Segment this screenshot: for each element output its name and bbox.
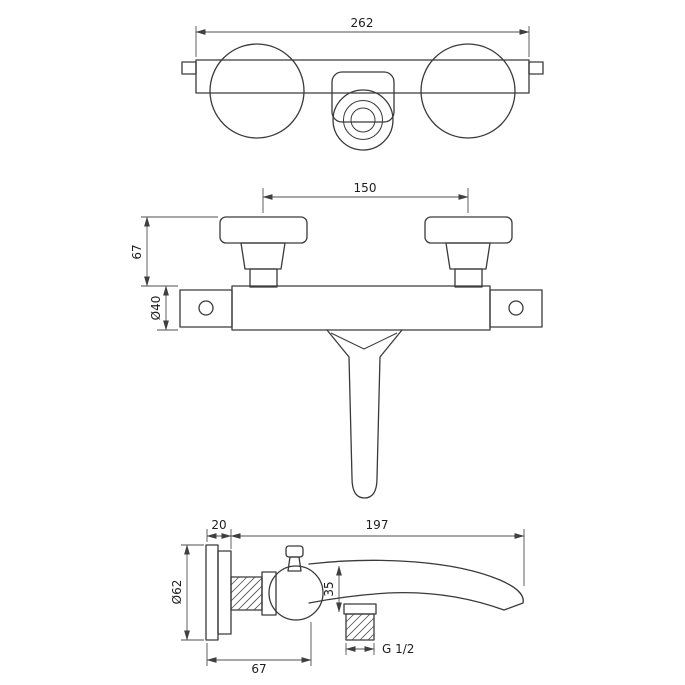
right-handle-flange	[424, 216, 513, 244]
dimension-label-plate-diameter: Ø62	[170, 580, 184, 605]
diverter-knob	[285, 545, 304, 558]
wall-escutcheon-plate	[205, 544, 219, 641]
dimension-label-handle-spacing: 150	[354, 181, 377, 195]
spout-circle-outer	[332, 89, 394, 151]
dimension-label-plate-depth: 20	[211, 518, 226, 532]
valve-knob-side	[268, 565, 324, 621]
diverter-stem	[287, 556, 302, 572]
hatch-line	[230, 577, 263, 610]
spout-side-outline	[308, 559, 524, 611]
right-wall-fitting	[528, 61, 544, 75]
spout-circle-mid	[343, 100, 383, 140]
hatch-line	[351, 617, 375, 641]
dimension-label-overall-width: 262	[351, 16, 374, 30]
hatch-line	[230, 576, 240, 586]
hatch-line	[245, 593, 263, 611]
spout-circle-inner	[350, 107, 376, 133]
left-handle-neck	[249, 268, 278, 288]
hatch-line	[367, 633, 375, 641]
outlet-thread-hatching	[345, 613, 375, 641]
wall-thread-hatching	[230, 576, 263, 611]
left-handle-hex-nut	[240, 242, 286, 270]
right-handle-hex-nut	[445, 242, 491, 270]
hatch-line	[253, 601, 263, 611]
hatch-line	[345, 613, 363, 631]
dimension-label-spout-drop: 35	[322, 581, 336, 596]
hatch-line	[345, 613, 371, 639]
left-wall-fitting	[181, 61, 197, 75]
mixer-body-bar	[195, 59, 530, 94]
thread-size-label: G 1/2	[382, 642, 414, 656]
outlet-collar	[343, 603, 377, 615]
escutcheon-collar	[217, 550, 232, 635]
hatch-line	[230, 576, 256, 602]
hatch-line	[359, 625, 375, 641]
spout-notch-detail	[330, 332, 398, 350]
left-bracket-screw-hole	[198, 300, 214, 316]
top-view: 262	[181, 16, 544, 151]
hatch-line	[230, 576, 248, 594]
left-handle-flange	[219, 216, 308, 244]
right-handle-neck	[454, 268, 483, 288]
front-view: 150 67 Ø40	[130, 181, 543, 499]
hatch-line	[345, 613, 355, 623]
right-wall-bracket	[489, 289, 543, 328]
spout-front-outline	[326, 329, 403, 499]
right-bracket-screw-hole	[508, 300, 524, 316]
left-handle-circle	[209, 43, 305, 139]
mixer-body-front	[231, 285, 491, 331]
hatch-line	[237, 585, 263, 611]
left-wall-bracket	[179, 289, 233, 328]
dimension-label-wall-to-outlet: 67	[251, 662, 266, 676]
spout-base-plate	[331, 71, 395, 123]
right-handle-circle	[420, 43, 516, 139]
side-view: 20 197	[170, 518, 525, 676]
valve-body-side	[261, 571, 277, 616]
dimension-label-height: 67	[130, 244, 144, 259]
dimension-label-total-depth: 197	[366, 518, 389, 532]
dimension-label-body-diameter: Ø40	[149, 296, 163, 321]
